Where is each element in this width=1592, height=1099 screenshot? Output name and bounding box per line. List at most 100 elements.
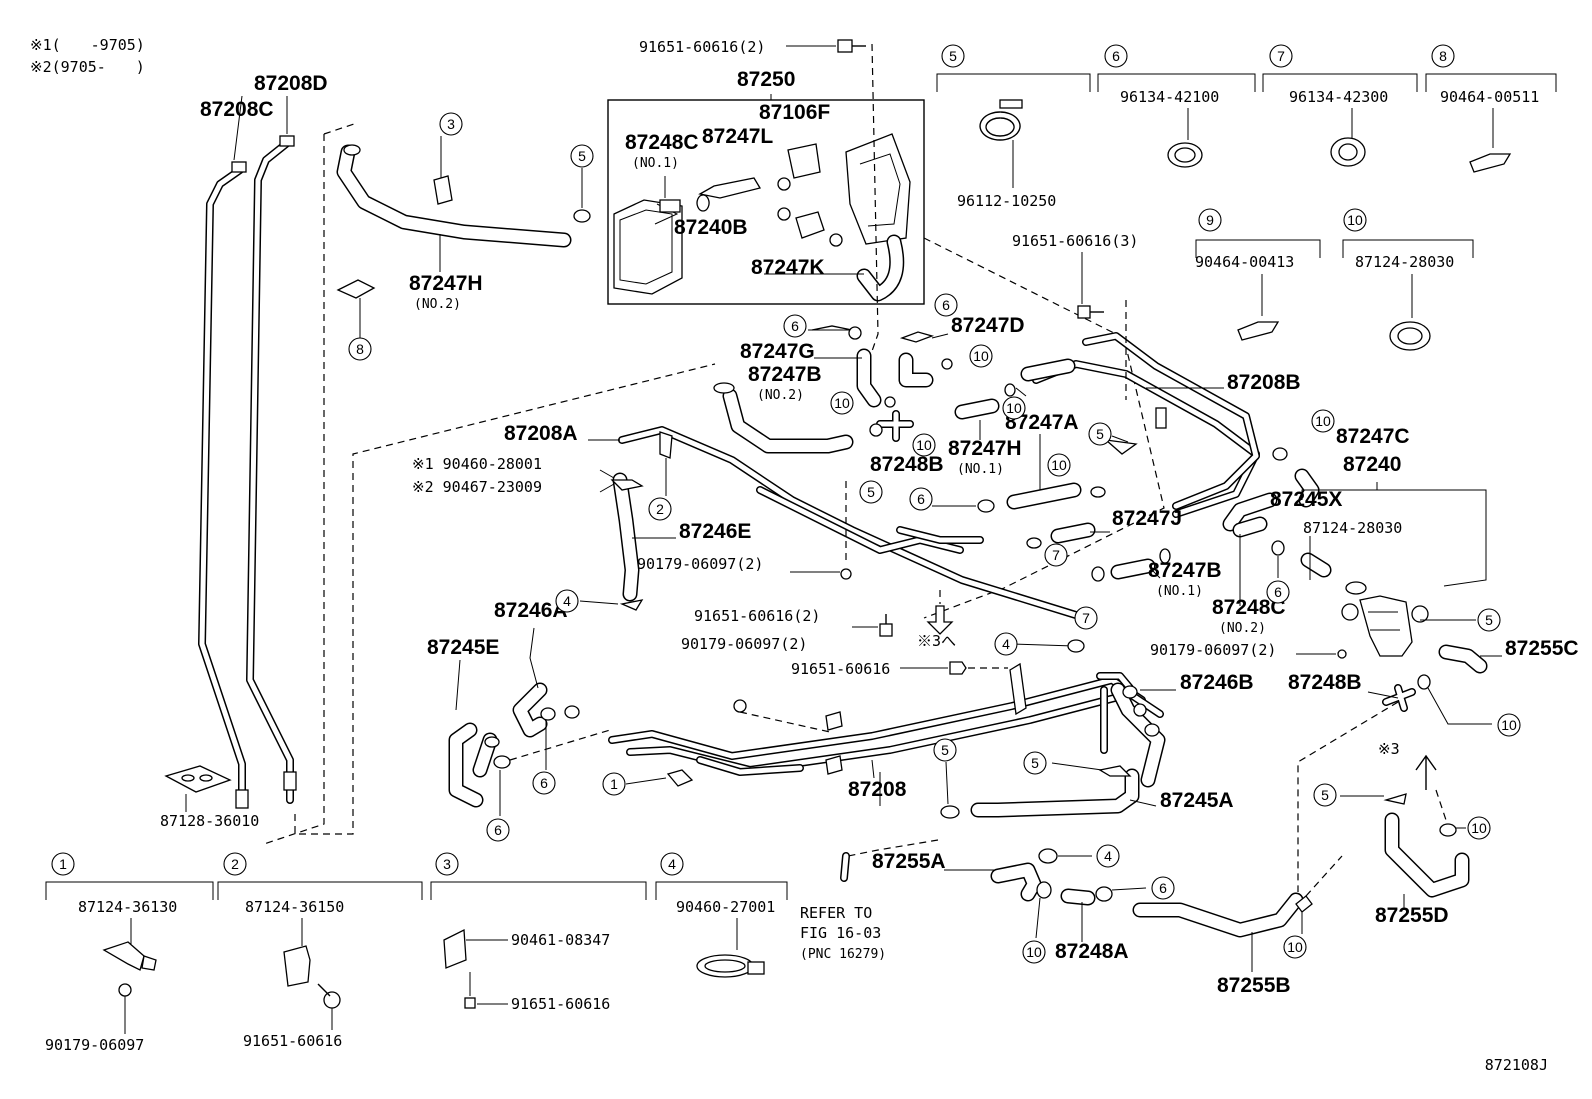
part-label: 87245A [1160, 789, 1234, 812]
svg-text:6: 6 [1274, 584, 1282, 600]
arrow-note-right: ※3 [1378, 740, 1400, 758]
callout-8: 8 [348, 337, 372, 361]
callout-10: 10 [1002, 396, 1026, 420]
callout-6: 6 [532, 771, 556, 795]
part-label: 87247K [751, 256, 825, 279]
svg-text:96112-10250: 96112-10250 [957, 192, 1056, 210]
svg-text:6: 6 [1112, 48, 1120, 64]
valve-87240 [1296, 482, 1487, 659]
svg-text:6: 6 [540, 775, 548, 791]
callout-10: 10 [1497, 713, 1521, 737]
part-label: 87255C [1505, 637, 1579, 660]
callout-4: 4 [994, 632, 1018, 656]
svg-text:6: 6 [494, 822, 502, 838]
svg-text:10: 10 [1287, 939, 1303, 955]
refer-note-2: FIG 16-03 [800, 924, 881, 942]
svg-text:2: 2 [656, 501, 664, 517]
pipe-87208 [608, 662, 1164, 779]
svg-text:91651-60616: 91651-60616 [511, 995, 610, 1013]
part-label: 87208A [504, 422, 578, 445]
group-3: 3 90461-08347 91651-60616 [430, 852, 647, 1013]
callout-5: 5 [859, 480, 883, 504]
svg-text:3: 3 [443, 856, 451, 872]
svg-text:5: 5 [1485, 612, 1493, 628]
part-label: (NO.2) [757, 388, 804, 403]
callout-7: 7 [1074, 606, 1098, 630]
group-9: 9 90464-00413 [1195, 208, 1321, 341]
part-label: 87247B [1148, 559, 1222, 582]
pipe-87208C-87208D [164, 95, 297, 812]
callout-6: 6 [1266, 580, 1290, 604]
part-label: 90179-06097(2) [1150, 641, 1276, 659]
part-label: (NO.2) [1219, 621, 1266, 636]
svg-text:6: 6 [791, 318, 799, 334]
callout-6: 6 [909, 487, 933, 511]
callout-5: 5 [933, 738, 957, 762]
note-1: ※1( -9705) [30, 36, 145, 54]
svg-text:7: 7 [1052, 547, 1060, 563]
callout-1: 1 [602, 772, 626, 796]
part-label: 87208B [1227, 371, 1301, 394]
svg-text:4: 4 [1002, 636, 1010, 652]
svg-text:5: 5 [1321, 787, 1329, 803]
callout-5: 5 [570, 144, 594, 168]
svg-text:9: 9 [1206, 212, 1214, 228]
svg-text:4: 4 [1104, 848, 1112, 864]
part-label: 87246E [679, 520, 751, 543]
svg-text:7: 7 [1082, 610, 1090, 626]
svg-text:87124-36150: 87124-36150 [245, 898, 344, 916]
callout-4: 4 [1096, 844, 1120, 868]
part-label: 87247G [740, 340, 815, 363]
callout-10: 10 [830, 391, 854, 415]
callout-6: 6 [1151, 876, 1175, 900]
callout-5: 5 [1313, 783, 1337, 807]
svg-text:10: 10 [834, 395, 850, 411]
svg-text:10: 10 [1501, 717, 1517, 733]
part-label: 87240 [1343, 453, 1401, 476]
group-7: 7 96134-42300 [1262, 44, 1418, 167]
part-label: 87255B [1217, 974, 1291, 997]
callout-7: 7 [1044, 543, 1068, 567]
part-label: ※2 90467-23009 [412, 478, 542, 496]
refer-note-3: (PNC 16279) [800, 947, 886, 962]
svg-text:5: 5 [578, 148, 586, 164]
svg-text:10: 10 [1026, 944, 1042, 960]
part-label: 87208 [848, 778, 907, 801]
assembly-box-87250: 87250 [607, 68, 925, 305]
svg-text:3: 3 [447, 116, 455, 132]
callout-5: 5 [1088, 422, 1112, 446]
part-label: 87247C [1336, 425, 1410, 448]
refer-note-1: REFER TO [800, 904, 872, 922]
part-label: 87248A [1055, 940, 1129, 963]
group-2: 2 87124-36150 91651-60616 [217, 852, 423, 1050]
pipe-87208B [1032, 300, 1260, 518]
svg-text:90464-00413: 90464-00413 [1195, 253, 1294, 271]
group-6: 6 96134-42100 [1097, 44, 1256, 168]
part-label: 87248C [1212, 596, 1286, 619]
group-5: 5 96112-10250 [936, 44, 1091, 210]
svg-text:10: 10 [973, 348, 989, 364]
svg-text:90460-27001: 90460-27001 [676, 898, 775, 916]
svg-text:10: 10 [1315, 413, 1331, 429]
svg-text:10: 10 [1347, 212, 1363, 228]
svg-text:5: 5 [949, 48, 957, 64]
part-label: 91651-60616 [791, 660, 890, 678]
part-label: (NO.1) [957, 462, 1004, 477]
svg-text:8: 8 [1439, 48, 1447, 64]
part-label: 87247B [748, 363, 822, 386]
part-label: 87247D [951, 314, 1025, 337]
part-label: ※3へ [917, 632, 956, 650]
callout-10: 10 [1311, 409, 1335, 433]
group-4: 4 90460-27001 [655, 852, 788, 978]
part-label: 87247A [1005, 411, 1079, 434]
svg-text:10: 10 [1471, 820, 1487, 836]
svg-text:7: 7 [1277, 48, 1285, 64]
part-label: 87208D [254, 72, 328, 95]
svg-text:5: 5 [867, 484, 875, 500]
part-label: 87247H [948, 437, 1022, 460]
svg-text:6: 6 [942, 297, 950, 313]
part-label: 91651-60616(3) [1012, 232, 1138, 250]
part-label: (NO.1) [1156, 584, 1203, 599]
part-label: 87106F [759, 101, 830, 124]
